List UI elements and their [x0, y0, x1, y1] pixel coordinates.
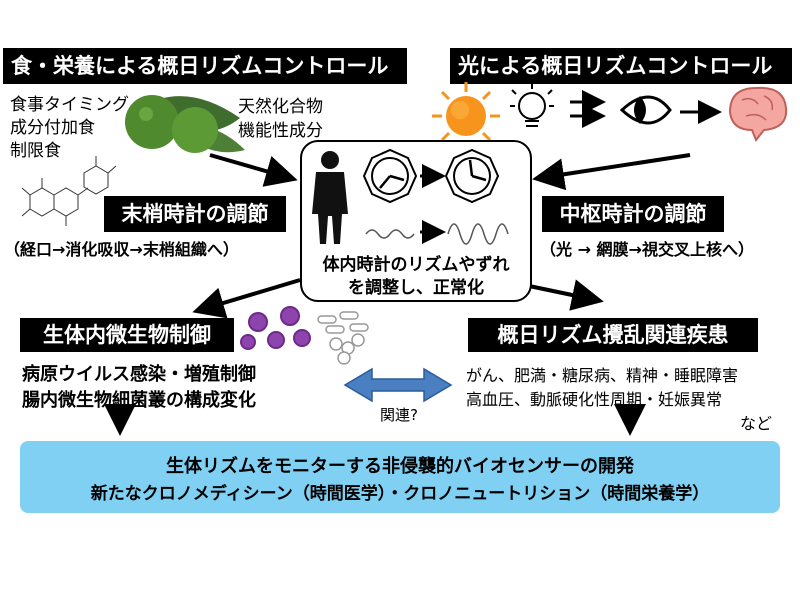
relation-double-arrow — [343, 367, 453, 403]
compound-natural: 天然化合物 — [238, 97, 323, 117]
microbe-text-line2: 腸内微生物細菌叢の構成変化 — [22, 390, 256, 411]
food-item-supplemented: 成分付加食 — [10, 118, 95, 138]
disease-list-line1: がん、肥満・糖尿病、精神・睡眠障害 — [466, 366, 739, 385]
flavonoid-structure-image — [21, 156, 117, 226]
citrus-fruit-image — [125, 95, 245, 153]
disorders-header: 概日リズム攪乱関連疾患 — [468, 318, 758, 352]
central-path-text: （光 → 網膜→視交叉上核へ） — [540, 240, 754, 259]
relation-label: 関連? — [380, 406, 418, 424]
wave-regular — [447, 223, 509, 245]
central-clock-header: 中枢時計の調節 — [542, 196, 724, 232]
disease-list-line2: 高血圧、動脈硬化性周期・妊娠異常 — [466, 390, 723, 409]
center-text-line1: 体内時計のリズムやずれ — [322, 255, 510, 275]
peripheral-path-text: （経口→消化吸収→末梢組織へ） — [4, 240, 239, 259]
food-item-restricted: 制限食 — [10, 141, 61, 161]
light-bulb-icon — [510, 84, 554, 127]
food-control-header: 食・栄養による概日リズムコントロール — [3, 48, 407, 84]
microbe-text-line1: 病原ウイルス感染・増殖制御 — [22, 364, 256, 385]
bottom-text-line2: 新たなクロノメディシーン（時間医学）・クロノニュートリション（時間栄養学） — [90, 484, 710, 504]
body-clock-box: 体内時計のリズムやずれ を調整し、正常化 — [300, 140, 532, 302]
clock-icon-before — [362, 148, 418, 204]
bacteria-image — [317, 311, 369, 365]
food-item-timing: 食事タイミング — [10, 95, 129, 115]
body-clock-graphics — [312, 148, 509, 245]
disease-list-line3: など — [740, 414, 773, 433]
light-control-header: 光による概日リズムコントロール — [450, 48, 792, 84]
peripheral-clock-header: 末梢時計の調節 — [104, 196, 286, 232]
bottom-text-line1: 生体リズムをモニターする非侵襲的バイオセンサーの開発 — [166, 456, 634, 477]
center-text-line2: を調整し、正常化 — [348, 278, 484, 298]
light-rays-arrows — [570, 90, 606, 128]
wave-irregular — [365, 229, 415, 239]
virus-particles-image — [240, 306, 311, 350]
compound-functional: 機能性成分 — [238, 121, 323, 141]
microbe-control-header: 生体内微生物制御 — [20, 318, 234, 352]
brain-icon — [728, 86, 788, 142]
eye-icon — [619, 95, 672, 125]
clock-icon-after — [444, 148, 500, 204]
biosensor-development-box: 生体リズムをモニターする非侵襲的バイオセンサーの開発 新たなクロノメディシーン（… — [20, 441, 780, 513]
human-silhouette-icon — [312, 151, 348, 244]
